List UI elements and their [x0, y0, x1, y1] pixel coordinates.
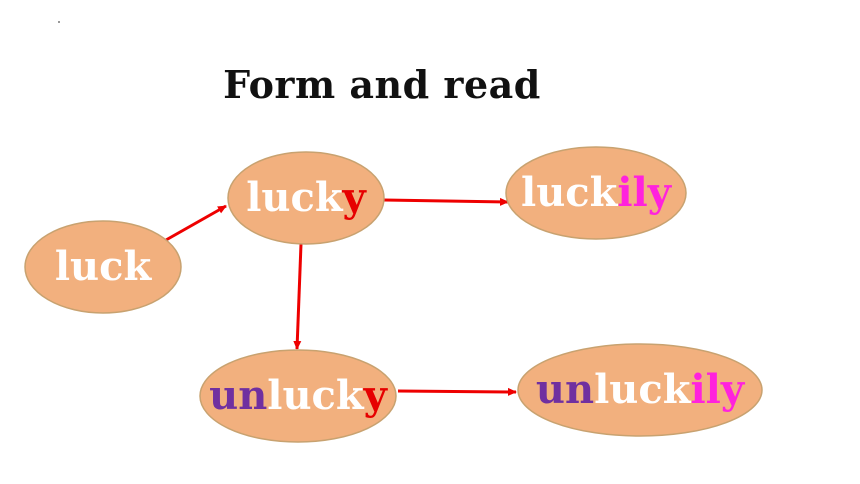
node-label-lucky: lucky [246, 174, 367, 221]
node-lucky: lucky [227, 151, 385, 245]
word-part-base: luck [267, 372, 365, 419]
node-ellipse-luckily [505, 146, 687, 240]
word-part-suffix-ily: ily [690, 366, 745, 413]
node-label-luck: luck [55, 243, 153, 290]
node-ellipse-unluckily [517, 343, 763, 437]
word-part-base: luck [55, 243, 153, 290]
arrow-luck-to-lucky [165, 204, 227, 242]
arrow-lucky-to-luckily [383, 197, 509, 206]
node-ellipse-lucky [227, 151, 385, 245]
word-part-base: luck [521, 169, 619, 216]
word-part-suffix-y: y [342, 174, 368, 221]
node-unlucky: unlucky [199, 349, 397, 443]
node-luckily: luckily [505, 146, 687, 240]
word-part-prefix-un: un [536, 366, 594, 413]
word-part-suffix-y: y [363, 372, 389, 419]
node-luck: luck [24, 220, 182, 314]
arrow-lucky-to-unlucky [293, 243, 303, 350]
arrow-unlucky-to-unluckily [397, 387, 517, 396]
node-unluckily: unluckily [517, 343, 763, 437]
word-part-base: luck [594, 366, 692, 413]
word-part-prefix-un: un [209, 372, 267, 419]
node-label-unlucky: unlucky [209, 372, 389, 419]
page-title: Form and read [223, 62, 541, 107]
corner-dot [58, 21, 60, 23]
node-label-luckily: luckily [521, 169, 673, 216]
word-part-base: luck [246, 174, 344, 221]
node-ellipse-luck [24, 220, 182, 314]
node-label-unluckily: unluckily [536, 366, 746, 413]
word-part-suffix-ily: ily [617, 169, 672, 216]
node-ellipse-unlucky [199, 349, 397, 443]
edges-group [165, 197, 517, 396]
